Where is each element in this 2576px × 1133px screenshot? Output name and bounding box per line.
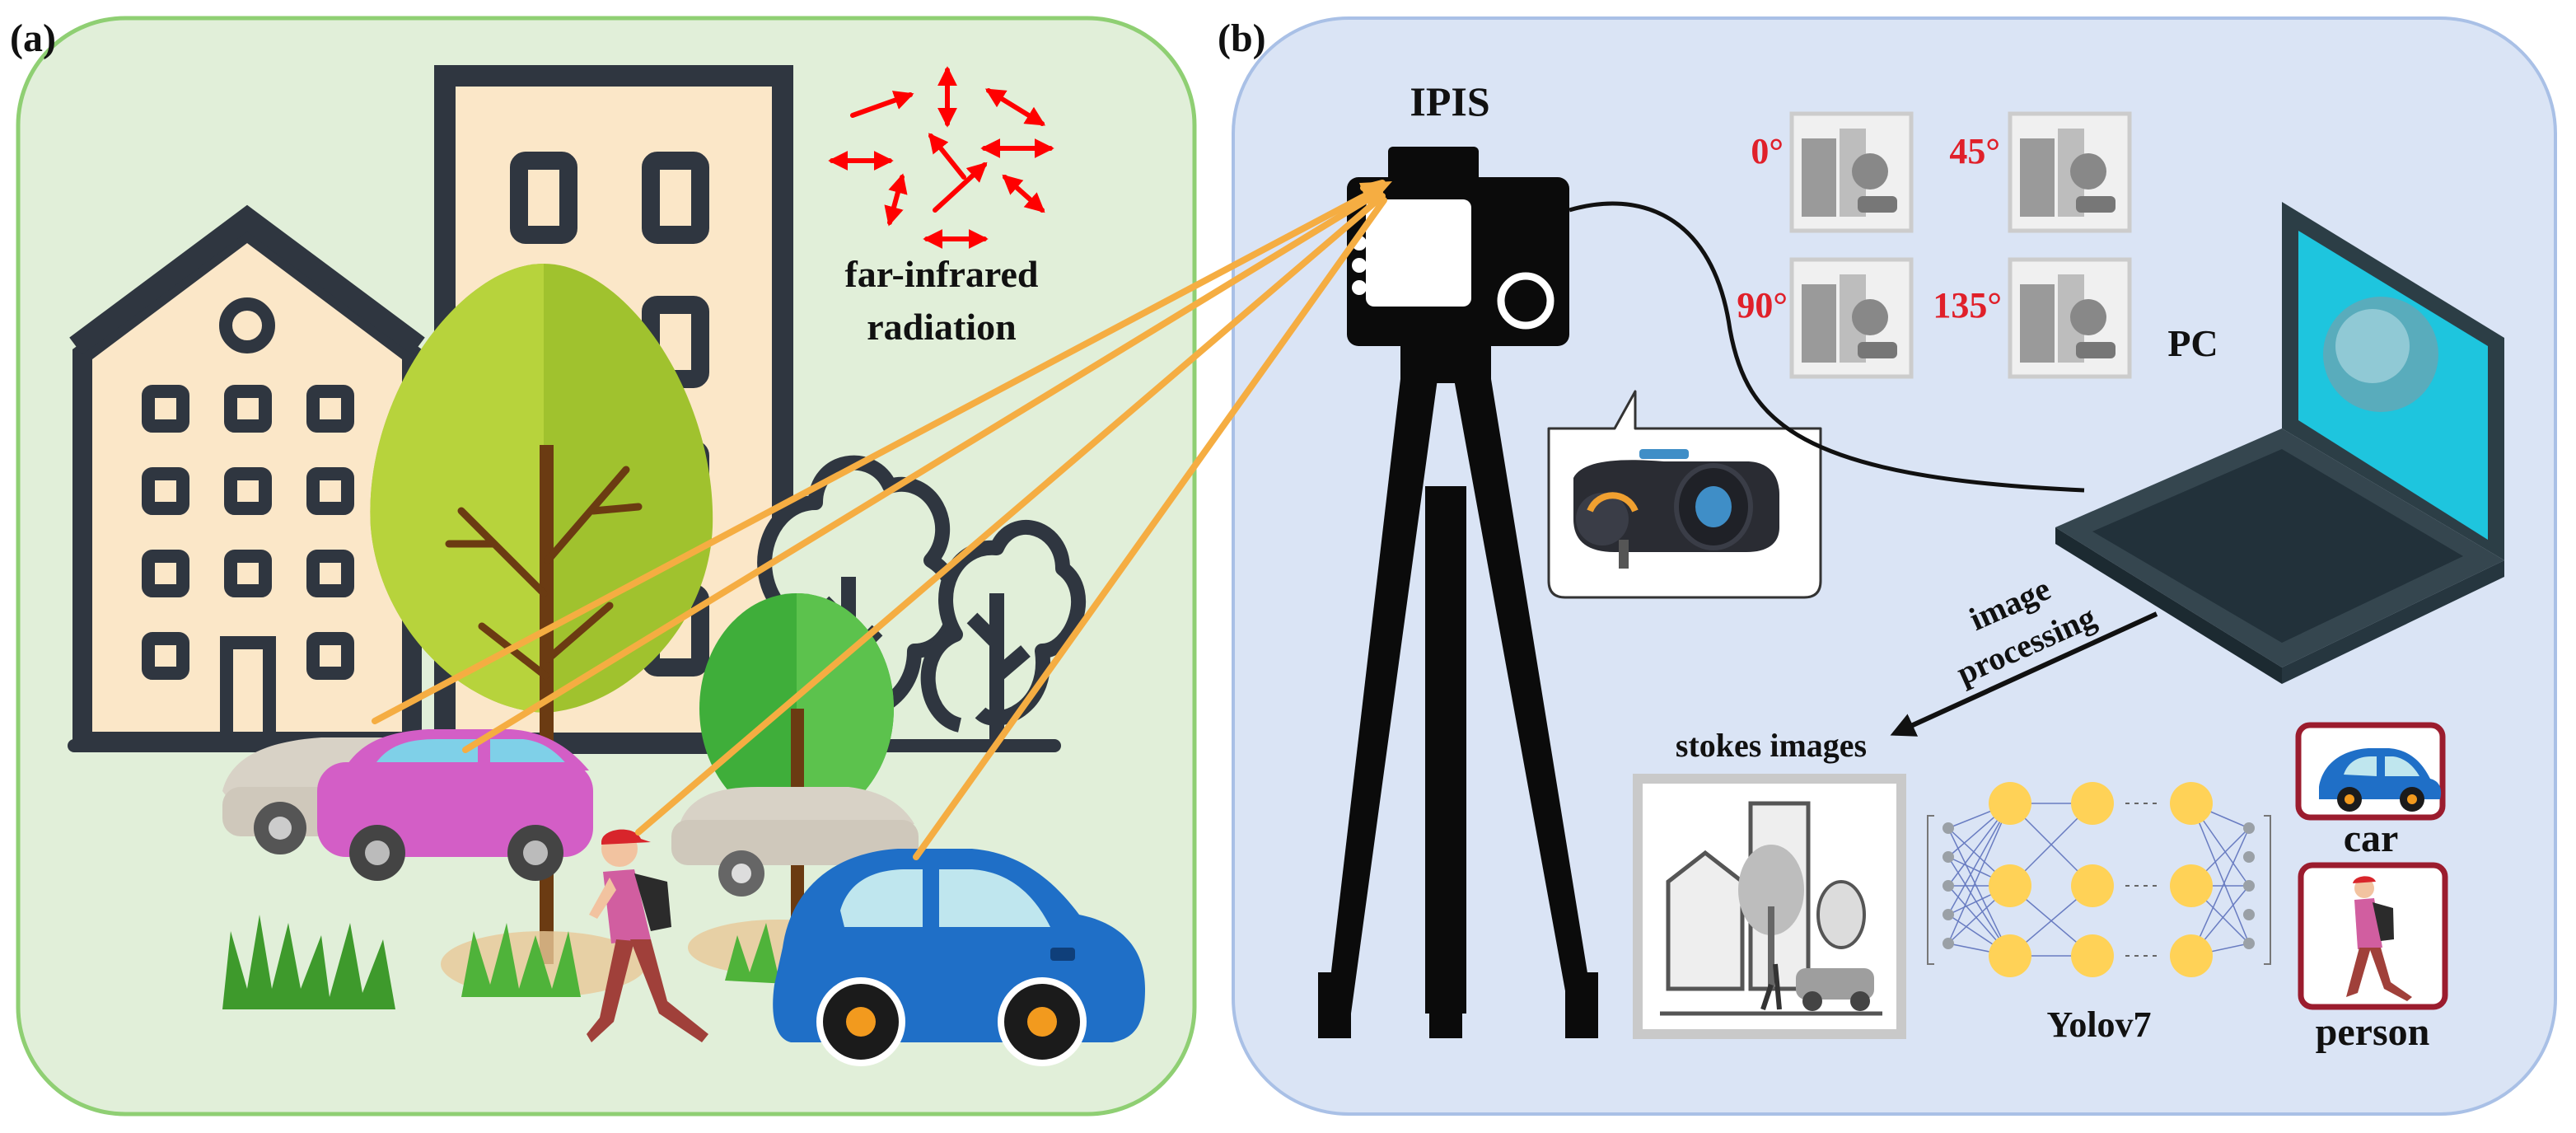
radiation-label-line2: radiation [867,306,1016,348]
network-label: Yolov7 [2046,1004,2151,1045]
thumb-45 [2008,111,2132,233]
result-car-label: car [2344,817,2399,860]
grey-car-2 [671,787,919,897]
panel-b-label: (b) [1218,16,1266,60]
stokes-label: stokes images [1676,727,1867,764]
processing-arrow [1890,611,2158,737]
big-tree [370,264,713,964]
angle-label-135: 135° [1933,285,2002,325]
blue-car [773,849,1145,1066]
house-building [69,204,425,751]
ipis-camera [1347,147,1569,346]
camera-photo-callout [1547,390,1822,599]
laptop-pc [2055,202,2504,684]
infrared-rays [372,180,1387,860]
grass-left [222,915,395,1009]
result-car-box [2295,722,2446,821]
radiation-arrows [828,66,1054,249]
camera-label: IPIS [1410,78,1489,124]
pedestrian [587,829,708,1042]
angle-label-90: 90° [1737,285,1788,325]
yolov7-network [1927,782,2271,977]
polarization-thumbnails [1789,111,2132,379]
pink-car [317,729,593,881]
rays-arrowhead [1359,181,1392,208]
stokes-image [1633,774,1906,1039]
radiation-label-line1: far-infrared [844,253,1038,295]
camera-pc-cable [1569,201,2085,493]
result-person-box [2298,862,2448,1010]
small-tree [699,593,894,948]
pc-label: PC [2167,322,2218,364]
tripod [1318,346,1598,1038]
thumb-135 [2008,257,2132,379]
panel-a-label: (a) [10,16,56,60]
result-person-label: person [2316,1010,2430,1054]
thumb-90 [1789,257,1914,379]
thumb-0 [1789,111,1914,233]
angle-label-0: 0° [1751,131,1784,171]
angle-label-45: 45° [1949,131,2000,171]
